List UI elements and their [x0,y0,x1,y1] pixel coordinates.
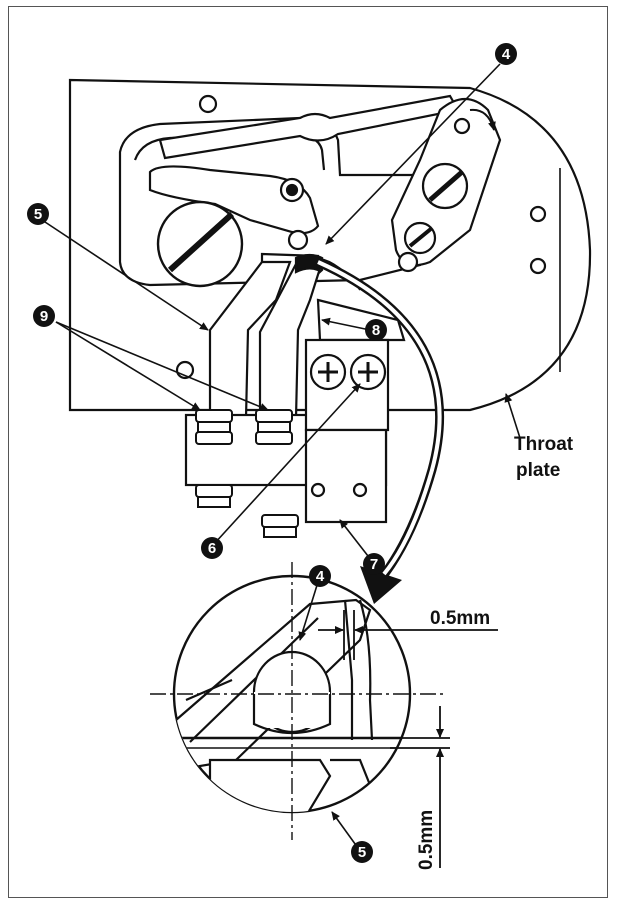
rotation-arrow [469,108,496,131]
callout-7: 7 [363,553,385,575]
dimension-horizontal-label: 0.5mm [430,608,490,629]
throat-plate-label-line2: plate [516,460,560,481]
detail-callout-arrowhead [360,566,402,604]
svg-text:6: 6 [208,540,216,557]
dimension-vertical-label: 0.5mm [416,810,437,870]
right-crank [390,97,502,273]
callout-9: 9 [33,305,55,327]
large-screw [156,200,244,288]
svg-text:4: 4 [316,568,325,585]
svg-text:5: 5 [34,206,42,223]
svg-text:5: 5 [358,844,366,861]
callout-8: 8 [365,319,387,341]
svg-text:7: 7 [370,556,378,573]
svg-text:4: 4 [502,46,511,63]
callout-4-detail: 4 [309,565,331,587]
callout-6: 6 [201,537,223,559]
dimension-horizontal [318,610,498,660]
throat-plate-label-line1: Throat [514,434,574,455]
dimension-vertical [390,706,450,868]
leader-4-detail [298,581,319,641]
callout-4-top: 4 [495,43,517,65]
callout-5-top: 5 [27,203,49,225]
leader-lines [41,63,521,557]
detail-magnified-view [150,562,446,840]
svg-text:9: 9 [40,308,48,325]
leader-5-detail [331,811,359,849]
rocker-arm [148,165,320,235]
set-screws-9 [195,409,299,538]
figure-frame [8,6,608,898]
phillips-screws [309,353,387,391]
svg-text:8: 8 [372,322,380,339]
callout-5-detail: 5 [351,841,373,863]
